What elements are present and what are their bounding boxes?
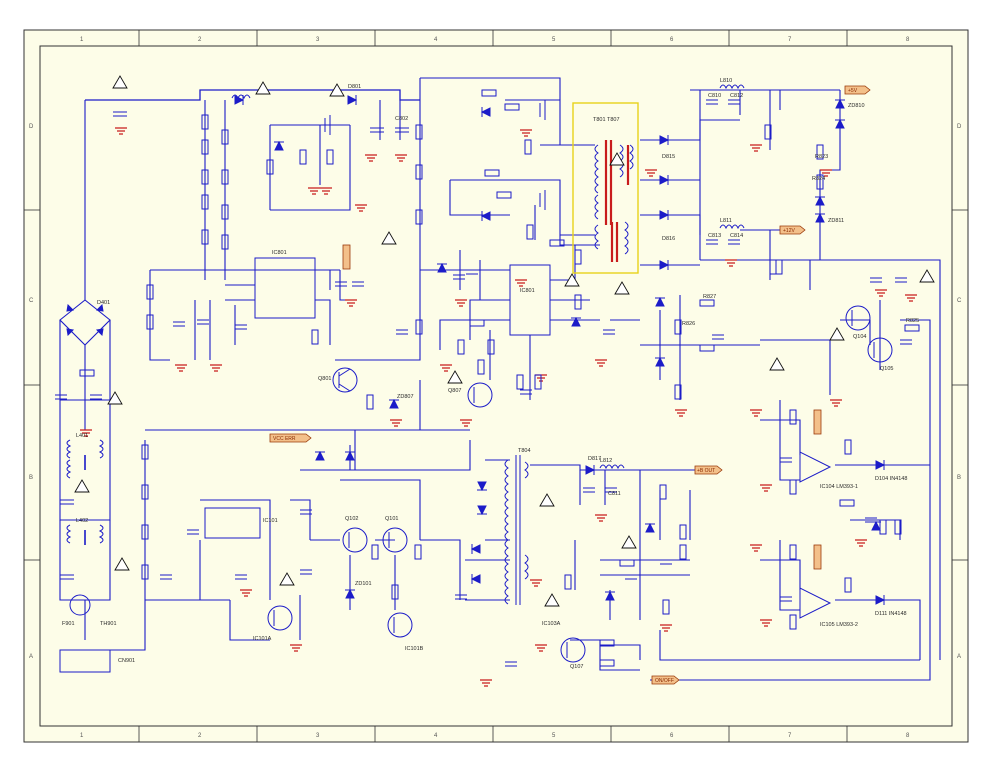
bridge-label: D401 [97,300,110,306]
opto1-label: IC101A [253,636,272,642]
onoff-flag-label: ON/OFF [655,678,674,684]
cap-bulk-label: C802 [395,116,408,122]
diode-a-label: D104 IN4148 [875,476,907,482]
grid-ticks [24,30,968,742]
grid-row-left-a: A [29,654,33,660]
grid-col-bottom-1: 1 [80,733,84,739]
grid-row-left-c: C [29,298,34,304]
main-transformer [594,140,634,262]
res-a-label: R823 [815,154,828,160]
cap-b-label: C812 [730,93,743,99]
opto2-label: IC101B [405,646,424,652]
grid-row-right-b: B [957,475,961,481]
rail-out-label: +B OUT [697,468,715,474]
highlight-label: T801 T807 [593,117,620,123]
grid-col-top-7: 7 [788,37,792,43]
inductor2-label: L811 [720,218,732,224]
rail-mid-label: +12V [783,228,795,234]
grid-row-left-d: D [29,124,34,130]
grid-col-top-2: 2 [198,37,202,43]
lf-filter-label: L401 [76,433,88,439]
ic-side-label: IC104 LM393-1 [820,484,858,490]
zener-b-label: ZD811 [828,218,844,224]
grid-col-bottom-6: 6 [670,733,674,739]
cap-a-label: C810 [708,93,721,99]
res-d-label: R826 [682,321,695,327]
integrated-circuits [59,451,832,673]
pwm-ic-label: IC801 [520,288,535,294]
grid-col-bottom-4: 4 [434,733,438,739]
main-xfmr-label: T804 [518,448,531,454]
res-e-label: R827 [703,294,716,300]
q-aux2-label: Q101 [385,516,398,522]
inductors [66,84,745,544]
diode-b-label: D111 IN4148 [875,611,907,617]
grid-col-bottom-5: 5 [552,733,556,739]
grid-col-top-8: 8 [906,37,910,43]
grid-col-top-1: 1 [80,37,84,43]
grid-col-bottom-8: 8 [906,733,910,739]
grid-row-right-d: D [957,124,962,130]
standby-transformer [504,455,529,605]
inductor1-label: L810 [720,78,732,84]
d-out2-label: D816 [662,236,675,242]
res-b-label: R824 [812,176,825,182]
grid-col-top-5: 5 [552,37,556,43]
grid-col-top-4: 4 [434,37,438,43]
wiring [59,77,941,681]
highlight-box [572,102,639,274]
rail-high-label: +5V [848,88,858,94]
standby-ic-label: IC101 [263,518,278,524]
grid-row-left-b: B [29,475,33,481]
lf-filter2-label: L402 [76,518,88,524]
drawing-frame [23,29,969,743]
grid-col-bottom-7: 7 [788,733,792,739]
grid-col-bottom-2: 2 [198,733,202,739]
net-flags [269,85,871,685]
diodes [66,95,886,605]
standby-flag-label: VCC ERR [273,436,296,442]
drawing-inner-frame [39,45,953,727]
capacitors [55,99,912,667]
opto3-label: IC103A [542,621,561,627]
ic-side2-label: IC105 LM393-2 [820,622,858,628]
d-out3-label: D817 [588,456,601,462]
q-out1-label: Q104 [853,334,866,340]
res-c-label: R825 [906,318,919,324]
grid-col-top-6: 6 [670,37,674,43]
q-onoff-label: Q107 [570,664,583,670]
q-aux-label: Q102 [345,516,358,522]
resistors [79,89,920,667]
ac-in-label: CN901 [118,658,135,664]
reg-label: ZD101 [355,581,372,587]
inductor3-label: L812 [600,458,612,464]
grid-row-right-c: C [957,298,962,304]
grid-col-bottom-3: 3 [316,733,320,739]
cap-c-label: C813 [708,233,721,239]
q-main2-label: Q807 [448,388,461,394]
thermistor-label: TH901 [100,621,117,627]
ground-symbols [80,127,917,687]
warning-triangles [74,75,935,607]
q-main1-label: Q801 [318,376,331,382]
zener-c-label: ZD807 [397,394,414,400]
cap-d-label: C814 [730,233,743,239]
cap-out-label: C811 [608,491,621,497]
grid-col-top-3: 3 [316,37,320,43]
transistors [69,100,893,663]
fuse-label: F901 [62,621,75,627]
d-out1-label: D815 [662,154,675,160]
q-out2-label: Q105 [880,366,893,372]
grid-row-right-a: A [957,654,961,660]
zener-a-label: ZD810 [848,103,865,109]
d-pfc-label: D801 [348,84,361,90]
pfc-ic-label: IC801 [272,250,287,256]
